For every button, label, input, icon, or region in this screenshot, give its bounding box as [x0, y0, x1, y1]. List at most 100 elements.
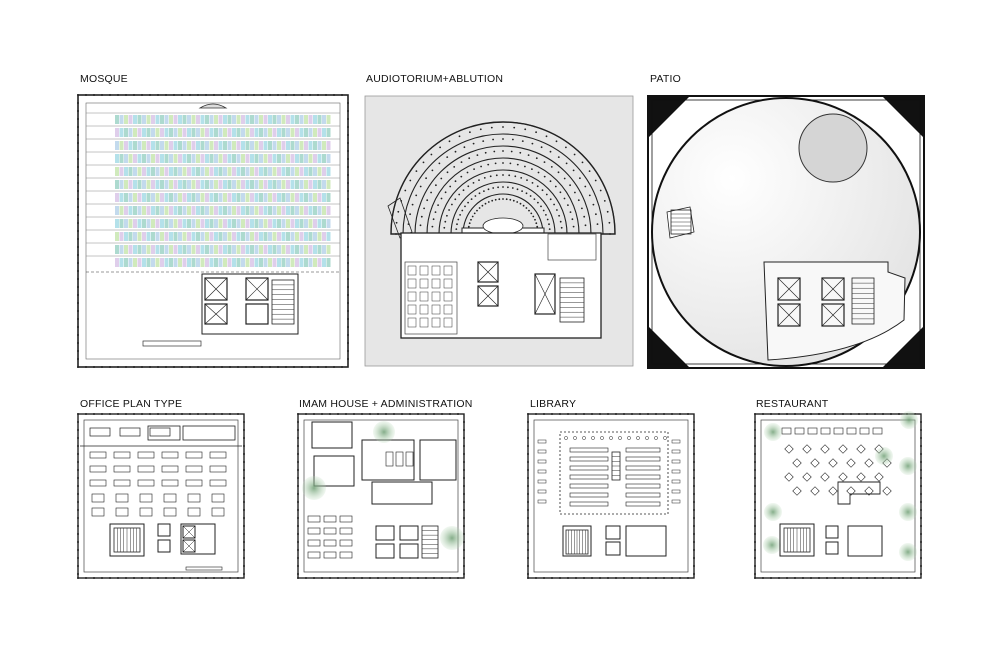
column-dot	[205, 413, 207, 415]
prayer-mat	[317, 180, 322, 189]
prayer-mat	[182, 180, 187, 189]
column-dot	[818, 577, 820, 579]
column-dot	[551, 413, 553, 415]
prayer-mat	[164, 128, 169, 137]
seat	[574, 191, 576, 194]
prayer-mat	[295, 141, 299, 150]
column-dot	[543, 577, 545, 579]
seat	[487, 201, 490, 203]
ablution-stall	[443, 278, 453, 289]
seat	[419, 224, 422, 227]
column-dot	[671, 413, 673, 415]
prayer-mat	[223, 193, 227, 202]
prayer-mat	[115, 193, 119, 202]
prayer-mat	[209, 206, 214, 215]
seat	[507, 186, 509, 189]
prayer-mat	[250, 219, 254, 228]
prayer-mat	[277, 180, 281, 189]
table	[846, 458, 856, 468]
prayer-mat	[263, 245, 268, 254]
column-dot	[165, 94, 167, 96]
column-dot	[401, 413, 403, 415]
prayer-mat	[290, 115, 295, 124]
patio-corner-br	[882, 326, 924, 368]
column-dot	[347, 214, 349, 216]
column-dot	[77, 198, 79, 200]
column-dot	[125, 577, 127, 579]
seat	[548, 228, 551, 231]
column-dot	[687, 413, 689, 415]
column-dot	[297, 413, 299, 415]
column-dot	[527, 413, 529, 415]
column-dot	[361, 577, 363, 579]
bookshelf	[569, 483, 609, 489]
prayer-mat	[268, 115, 272, 124]
seat	[489, 175, 492, 178]
prayer-mat	[245, 258, 250, 267]
prayer-mat	[191, 193, 196, 202]
prayer-mat	[218, 206, 223, 215]
workstation	[161, 451, 179, 459]
workstation	[211, 507, 225, 517]
table	[856, 472, 866, 482]
prayer-mat	[259, 180, 263, 189]
prayer-mat	[155, 245, 160, 254]
column-dot	[77, 549, 79, 551]
table	[864, 458, 874, 468]
column-dot	[826, 413, 828, 415]
seat	[432, 218, 435, 221]
column-dot	[882, 577, 884, 579]
column-dot	[754, 549, 756, 551]
column-dot	[77, 166, 79, 168]
column-dot	[189, 94, 191, 96]
column-dot	[297, 485, 299, 487]
column-dot	[101, 94, 103, 96]
prayer-mat	[277, 245, 281, 254]
desk	[307, 527, 321, 535]
prayer-mat	[133, 154, 137, 163]
column-dot	[269, 366, 271, 368]
prayer-mat	[281, 193, 286, 202]
column-dot	[277, 366, 279, 368]
column-dot	[858, 577, 860, 579]
prayer-mat	[245, 206, 250, 215]
column-dot	[615, 413, 617, 415]
table	[784, 444, 794, 454]
column-dot	[567, 413, 569, 415]
table	[807, 427, 818, 435]
column-dot	[441, 413, 443, 415]
column-dot	[463, 421, 465, 423]
column-dot	[693, 557, 695, 559]
column-dot	[425, 413, 427, 415]
prayer-mat	[227, 128, 232, 137]
bookshelf	[625, 465, 661, 471]
prayer-mat	[115, 128, 119, 137]
table	[833, 427, 844, 435]
prayer-mat	[128, 115, 133, 124]
seat	[494, 198, 497, 201]
prayer-mat	[218, 245, 223, 254]
seat	[397, 210, 400, 213]
prayer-mat	[191, 245, 196, 254]
seat	[579, 177, 581, 180]
bookshelf	[569, 501, 609, 507]
column-dot	[181, 413, 183, 415]
prayer-mat	[205, 128, 209, 137]
column-dot	[575, 577, 577, 579]
prayer-mat	[187, 219, 191, 228]
column-dot	[141, 366, 143, 368]
column-dot	[77, 294, 79, 296]
workstation	[113, 451, 131, 459]
prayer-mat	[191, 154, 196, 163]
prayer-mat	[281, 219, 286, 228]
column-dot	[607, 577, 609, 579]
prayer-mat	[178, 141, 182, 150]
prayer-mat	[164, 193, 169, 202]
column-dot	[527, 485, 529, 487]
prayer-mat	[115, 154, 119, 163]
column-dot	[77, 238, 79, 240]
column-dot	[369, 413, 371, 415]
seat	[532, 215, 535, 218]
column-dot	[463, 501, 465, 503]
prayer-mat	[250, 245, 254, 254]
